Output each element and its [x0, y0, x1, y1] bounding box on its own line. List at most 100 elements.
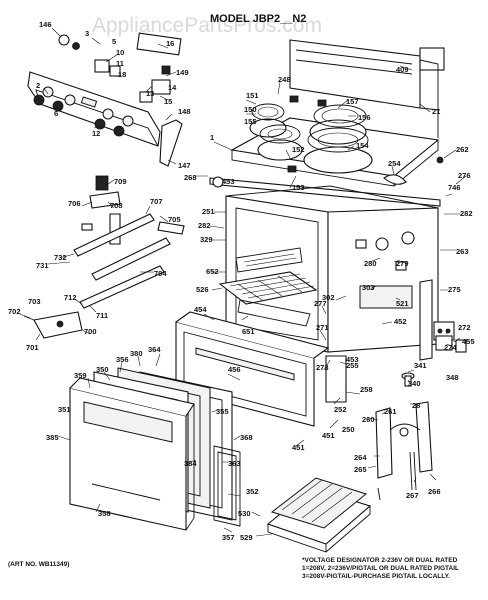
- label-1: 1: [210, 133, 214, 142]
- label-151: 151: [246, 91, 259, 100]
- label-263: 263: [456, 247, 469, 256]
- label-302: 302: [322, 293, 335, 302]
- leg-leveler: [401, 372, 415, 387]
- label-350: 350: [96, 365, 109, 374]
- control-knobs: [33, 34, 125, 137]
- label-732: 732: [54, 253, 67, 262]
- label-453a: 453: [222, 177, 235, 186]
- label-258: 258: [360, 385, 373, 394]
- label-277: 277: [314, 299, 327, 308]
- label-364: 364: [148, 345, 161, 354]
- label-261: 261: [384, 407, 397, 416]
- label-329: 329: [200, 235, 213, 244]
- label-357: 357: [222, 533, 235, 542]
- label-155: 155: [244, 117, 257, 126]
- label-264: 264: [354, 453, 367, 462]
- label-456: 456: [228, 365, 241, 374]
- label-266: 266: [428, 487, 441, 496]
- label-2: 2: [36, 81, 40, 90]
- label-14: 14: [168, 83, 177, 92]
- surface-units: [251, 95, 369, 173]
- label-12: 12: [92, 129, 100, 138]
- label-268: 268: [184, 173, 197, 182]
- label-454: 454: [194, 305, 207, 314]
- label-250: 250: [342, 425, 355, 434]
- label-152: 152: [292, 145, 305, 154]
- control-panel: [27, 71, 161, 147]
- infinite-switches: [94, 32, 182, 103]
- label-272: 272: [458, 323, 471, 332]
- storage-drawer: [175, 311, 330, 427]
- label-18: 18: [118, 70, 126, 79]
- label-526: 526: [196, 285, 209, 294]
- label-702: 702: [8, 307, 21, 316]
- backguard: [289, 39, 445, 111]
- label-380: 380: [130, 349, 143, 358]
- label-451a: 451: [292, 443, 305, 452]
- label-711: 711: [96, 311, 108, 320]
- label-409: 409: [396, 65, 409, 74]
- label-267: 267: [406, 491, 419, 500]
- label-705: 705: [168, 215, 181, 224]
- label-731: 731: [36, 261, 49, 270]
- oven-rack: [218, 271, 318, 305]
- label-146: 146: [39, 20, 52, 29]
- label-154: 154: [356, 141, 369, 150]
- label-276: 276: [458, 171, 471, 180]
- label-303: 303: [362, 283, 375, 292]
- voltage-note: *VOLTAGE DESIGNATOR 2-236V OR DUAL RATED…: [302, 557, 459, 580]
- label-275: 275: [448, 285, 461, 294]
- label-148: 148: [178, 107, 191, 116]
- label-271: 271: [316, 323, 329, 332]
- label-21: 21: [432, 107, 440, 116]
- label-384: 384: [184, 459, 197, 468]
- label-652: 652: [206, 267, 219, 276]
- label-746: 746: [448, 183, 461, 192]
- door-latch-assembly: [375, 401, 433, 501]
- leader-lines: [19, 27, 467, 537]
- label-153: 153: [292, 183, 305, 192]
- label-356: 356: [116, 355, 129, 364]
- door-gasket: [213, 445, 241, 527]
- label-706: 706: [68, 199, 81, 208]
- label-359: 359: [74, 371, 87, 380]
- label-254: 254: [388, 159, 401, 168]
- label-248: 248: [278, 75, 291, 84]
- art-number: (ART NO. WB11349): [8, 561, 69, 568]
- label-149: 149: [176, 68, 189, 77]
- label-341: 341: [414, 361, 427, 370]
- label-355: 355: [216, 407, 229, 416]
- watermark-text: AppliancePartsPros.com: [92, 14, 322, 37]
- label-156: 156: [358, 113, 371, 122]
- oven-door-outer-panel: [69, 377, 195, 531]
- label-340: 340: [408, 379, 421, 388]
- label-251: 251: [202, 207, 215, 216]
- label-28: 28: [412, 401, 420, 410]
- label-703: 703: [28, 297, 41, 306]
- voltage-note-line-2: 1=208V, 2=236V/PIGTAIL OR DUAL RATED PIG…: [302, 565, 459, 572]
- label-451b: 451: [322, 431, 335, 440]
- label-521: 521: [396, 299, 409, 308]
- label-150: 150: [244, 105, 257, 114]
- label-700: 700: [84, 327, 97, 336]
- lower-hinge-bracket: [23, 311, 83, 339]
- label-15: 15: [164, 97, 172, 106]
- broil-element: [235, 247, 303, 273]
- label-651: 651: [242, 327, 255, 336]
- label-255: 255: [346, 361, 359, 370]
- voltage-note-line-1: *VOLTAGE DESIGNATOR 2-236V OR DUAL RATED: [302, 557, 458, 564]
- label-260: 260: [362, 415, 375, 424]
- label-280: 280: [364, 259, 377, 268]
- label-157: 157: [346, 97, 359, 106]
- label-709: 709: [114, 177, 127, 186]
- label-529: 529: [240, 533, 253, 542]
- broiler-pan-rails: [73, 213, 185, 309]
- label-701: 701: [26, 343, 39, 352]
- label-352: 352: [246, 487, 259, 496]
- label-712: 712: [64, 293, 77, 302]
- label-262: 262: [456, 145, 469, 154]
- label-363: 363: [228, 459, 241, 468]
- label-273: 455: [462, 337, 475, 346]
- label-252: 252: [334, 405, 347, 414]
